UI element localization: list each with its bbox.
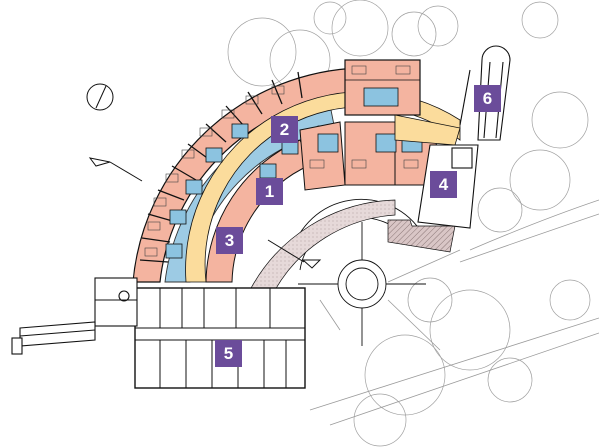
furniture [144, 65, 419, 257]
zone-label-4: 4 [438, 175, 449, 194]
lower-wing [134, 287, 306, 389]
zone-label-1: 1 [264, 182, 275, 201]
section-marker-icon [88, 157, 322, 269]
north-arrow-icon [86, 83, 114, 111]
zone-label-2: 2 [279, 120, 290, 139]
zone-label-3: 3 [224, 231, 235, 250]
site-paths [309, 199, 599, 426]
trees [227, 0, 591, 447]
label-badges [215, 85, 501, 367]
top-rooms [344, 59, 421, 116]
zone-label-6: 6 [482, 89, 493, 108]
room-partitions [139, 71, 303, 263]
paved-arc [249, 199, 396, 291]
left-annex [11, 277, 138, 355]
zone-label-5: 5 [223, 344, 234, 363]
